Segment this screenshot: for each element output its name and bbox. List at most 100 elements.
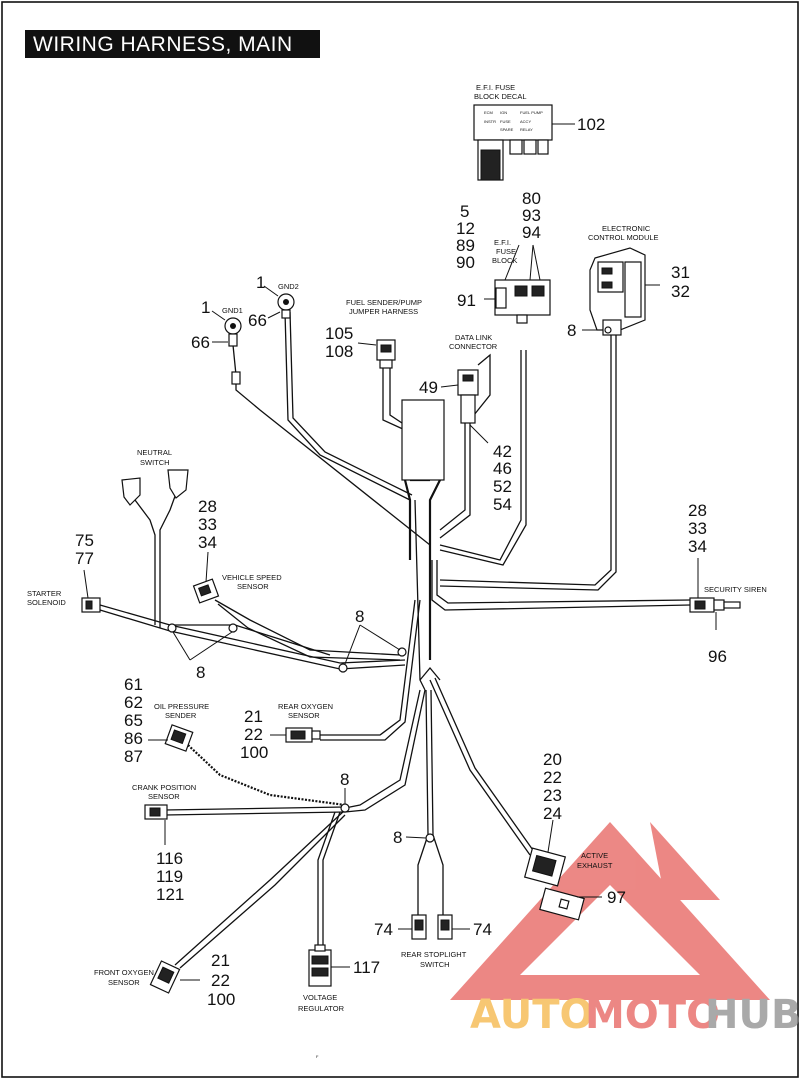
label-oil-pressure-2: SENDER <box>165 711 197 720</box>
watermark-text-moto: MOTO <box>585 992 720 1038</box>
callout-54: 54 <box>493 495 512 514</box>
crank-position-sensor-connector <box>144 804 168 820</box>
label-neutral-1: NEUTRAL <box>137 448 172 457</box>
callout-42: 42 <box>493 442 512 461</box>
label-front-oxygen-1: FRONT OXYGEN <box>94 968 154 977</box>
callout-numbers: 102 5 12 89 90 80 93 94 91 31 32 8 1 66 … <box>75 115 727 1009</box>
label-crank-position-1: CRANK POSITION <box>132 783 196 792</box>
svg-text:FUEL PUMP: FUEL PUMP <box>520 110 543 115</box>
callout-24: 24 <box>543 804 562 823</box>
callout-5: 5 <box>460 202 469 221</box>
callout-90: 90 <box>456 253 475 272</box>
svg-text:ACCY: ACCY <box>520 119 531 124</box>
rear-oxygen-sensor-connector <box>285 727 321 743</box>
harness-clips <box>167 326 612 843</box>
harness-wires <box>99 311 691 969</box>
svg-text:INSTR: INSTR <box>484 119 496 124</box>
callout-20: 20 <box>543 750 562 769</box>
label-active-exhaust-2: EXHAUST <box>577 861 613 870</box>
vehicle-speed-sensor <box>192 578 220 604</box>
harness-sleeve <box>401 399 445 481</box>
label-ecm-2: CONTROL MODULE <box>588 233 659 242</box>
callout-28-siren: 28 <box>688 501 707 520</box>
callout-8-ecm: 8 <box>567 321 576 340</box>
svg-text:ECM: ECM <box>484 110 493 115</box>
callout-75: 75 <box>75 531 94 550</box>
callout-33-siren: 33 <box>688 519 707 538</box>
callout-8-clips-lower: 8 <box>196 663 205 682</box>
oil-pressure-sender <box>164 724 194 752</box>
neutral-switch <box>121 469 189 506</box>
callout-49: 49 <box>419 378 438 397</box>
label-ecm-1: ELECTRONIC <box>602 224 651 233</box>
callout-8-stop: 8 <box>393 828 402 847</box>
callout-80: 80 <box>522 189 541 208</box>
starter-solenoid-connector <box>81 597 101 613</box>
label-rear-stoplight-1: REAR STOPLIGHT <box>401 950 467 959</box>
label-efi-decal-2: BLOCK DECAL <box>474 92 527 101</box>
svg-text:FUSE: FUSE <box>500 119 511 124</box>
callout-23: 23 <box>543 786 562 805</box>
label-data-link-2: CONNECTOR <box>449 342 498 351</box>
fuel-sender-connector <box>376 339 396 369</box>
callout-leaders <box>83 123 717 981</box>
security-siren-connector <box>689 597 741 613</box>
callout-21-rear: 21 <box>244 707 263 726</box>
label-active-exhaust-1: ACTIVE <box>581 851 608 860</box>
callout-12: 12 <box>456 219 475 238</box>
callout-52: 52 <box>493 477 512 496</box>
ground-terminal-gnd2 <box>277 293 295 319</box>
label-vss-2: SENSOR <box>237 582 269 591</box>
rear-stoplight-switch-connectors <box>411 914 453 940</box>
callout-66-gnd2: 66 <box>248 311 267 330</box>
watermark-triangle <box>450 822 770 1000</box>
callout-93: 93 <box>522 206 541 225</box>
page-title: WIRING HARNESS, MAIN <box>33 33 293 56</box>
label-security-siren: SECURITY SIREN <box>704 585 767 594</box>
svg-text:IGN: IGN <box>500 110 507 115</box>
callout-22-front: 22 <box>211 971 230 990</box>
label-voltage-regulator-2: REGULATOR <box>298 1004 345 1013</box>
callout-117: 117 <box>353 958 380 977</box>
callout-100-rear: 100 <box>240 743 268 762</box>
callout-108: 108 <box>325 342 353 361</box>
label-rear-oxygen-2: SENSOR <box>288 711 320 720</box>
callout-77: 77 <box>75 549 94 568</box>
label-rear-stoplight-2: SWITCH <box>420 960 450 969</box>
callout-1-gnd1: 1 <box>201 298 210 317</box>
label-crank-position-2: SENSOR <box>148 792 180 801</box>
callout-8-mid: 8 <box>340 770 349 789</box>
watermark-text-hub: HUB <box>705 992 800 1038</box>
callout-119: 119 <box>156 867 183 886</box>
callout-34-vss: 34 <box>198 533 217 552</box>
callout-66-gnd1: 66 <box>191 333 210 352</box>
svg-text:RELAY: RELAY <box>520 127 533 132</box>
callout-34-siren: 34 <box>688 537 707 556</box>
watermark-logo: AUTO MOTO HUB <box>450 822 800 1038</box>
callout-100-front: 100 <box>207 990 235 1009</box>
voltage-regulator-connector <box>308 944 332 987</box>
label-neutral-2: SWITCH <box>140 458 170 467</box>
label-efi-block-2: FUSE <box>496 247 516 256</box>
callout-61: 61 <box>124 675 143 694</box>
label-data-link-1: DATA LINK <box>455 333 492 342</box>
callout-102: 102 <box>577 115 605 134</box>
label-efi-decal-1: E.F.I. FUSE <box>476 83 515 92</box>
watermark-text-auto: AUTO <box>470 992 594 1038</box>
callout-97: 97 <box>607 888 626 907</box>
label-front-oxygen-2: SENSOR <box>108 978 140 987</box>
label-fuel-sender-2: JUMPER HARNESS <box>349 307 418 316</box>
callout-87: 87 <box>124 747 143 766</box>
title-bar <box>25 30 320 58</box>
callout-74-right: 74 <box>473 920 492 939</box>
callout-89: 89 <box>456 236 475 255</box>
efi-fuse-block-decal: ECM IGN FUEL PUMP INSTR FUSE ACCY SPARE … <box>473 104 553 181</box>
label-efi-block-3: BLOCK <box>492 256 517 265</box>
label-gnd2: GND2 <box>278 282 299 291</box>
label-starter-1: STARTER <box>27 589 62 598</box>
callout-46: 46 <box>493 459 512 478</box>
label-gnd1: GND1 <box>222 306 243 315</box>
watermark-triangle-inner <box>650 822 720 900</box>
